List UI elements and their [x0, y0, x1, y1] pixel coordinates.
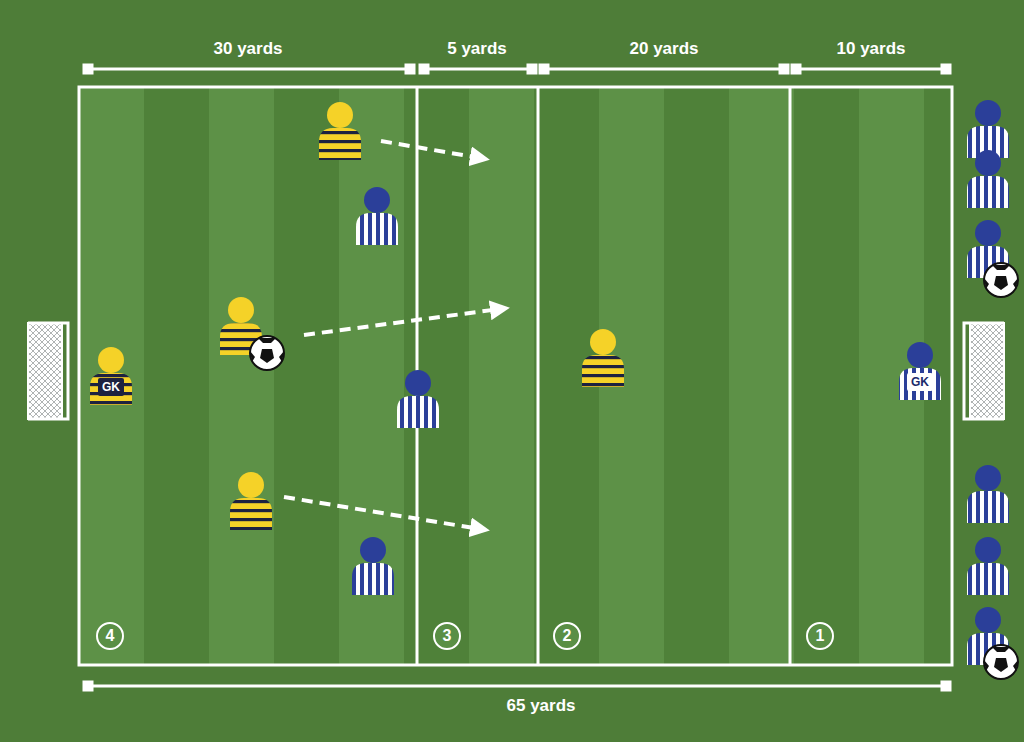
zone-line [789, 87, 792, 665]
yellow-player [90, 347, 132, 405]
blue-player [967, 537, 1009, 595]
yellow-player [582, 329, 624, 387]
zone-number-text: 1 [816, 628, 825, 644]
zone-number-text: 2 [563, 628, 572, 644]
dimension-label: 20 yards [630, 40, 699, 57]
goalkeeper-text: GK [911, 376, 929, 388]
dimension-bars [84, 65, 950, 690]
blue-player [967, 100, 1009, 158]
blue-player [352, 537, 394, 595]
ball [250, 336, 284, 370]
dimension-label: 10 yards [837, 40, 906, 57]
yellow-player [319, 102, 361, 160]
blue-player [356, 187, 398, 245]
blue-player [967, 150, 1009, 208]
goalkeeper-badge: GK [98, 378, 124, 396]
zone-number: 4 [96, 622, 124, 650]
zone-number-text: 3 [443, 628, 452, 644]
grass-stripes [79, 87, 952, 665]
yellow-player [230, 472, 272, 530]
zone-number: 2 [553, 622, 581, 650]
players [90, 100, 1018, 679]
blue-player [397, 370, 439, 428]
goalkeeper-badge: GK [907, 373, 933, 391]
ball [984, 645, 1018, 679]
zone-line [537, 87, 540, 665]
ball [984, 263, 1018, 297]
goalkeeper-text: GK [102, 381, 120, 393]
blue-player [967, 465, 1009, 523]
blue-player [899, 342, 941, 400]
goal [964, 323, 1004, 419]
dimension-label: 65 yards [507, 697, 576, 714]
pitch-outline [79, 87, 952, 665]
dimension-label: 5 yards [447, 40, 507, 57]
run-arrows [284, 141, 500, 529]
dimension-label: 30 yards [214, 40, 283, 57]
zone-number: 3 [433, 622, 461, 650]
goal [28, 323, 68, 419]
zone-number-text: 4 [106, 628, 115, 644]
zone-number: 1 [806, 622, 834, 650]
